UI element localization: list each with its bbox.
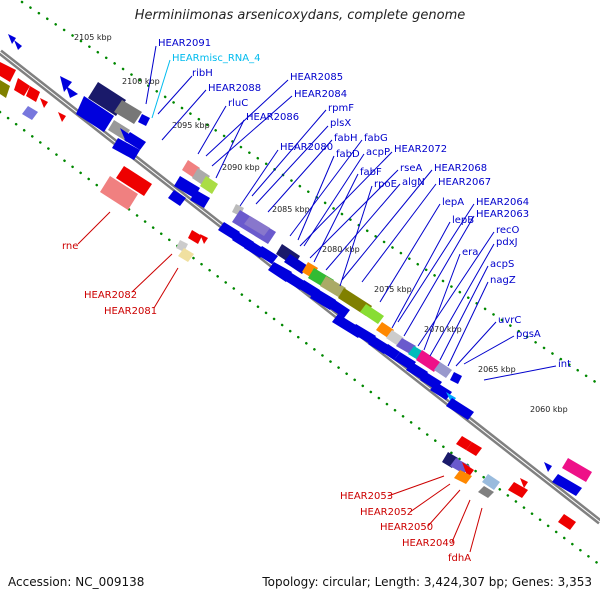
topology-text: Topology: circular; Length: 3,424,307 bp… [262,575,592,589]
gene-label: HEAR2049 [402,538,455,549]
gene-label: fabF [360,167,382,178]
gene-label: HEARmisc_RNA_4 [172,53,261,64]
gene-label: ribH [192,68,213,79]
upper-labels: HEAR2091 HEARmisc_RNA_4 ribH HEAR2088 rl… [158,38,571,370]
gene-label: lepB [452,215,474,226]
gene-label: HEAR2067 [438,177,491,188]
gene-label: lepA [442,197,464,208]
gene-label: nagZ [490,275,516,286]
lower-labels: rne HEAR2082 HEAR2081 HEAR2053 HEAR2052 … [62,241,471,564]
guide-dots [0,0,600,567]
gene-label: HEAR2088 [208,83,261,94]
kbp-tick: 2080 kbp [322,245,360,254]
gene-label: HEAR2085 [290,72,343,83]
gene-label: acpP [366,147,390,158]
kbp-ticks: 2105 kbp 2100 kbp 2095 kbp 2090 kbp 2085… [74,33,568,414]
gene-label: fdhA [448,553,471,564]
gene-label: HEAR2086 [246,112,299,123]
gene-label: fabH [334,133,358,144]
kbp-tick: 2075 kbp [374,285,412,294]
gene-label: HEAR2082 [84,290,137,301]
gene-features [0,34,592,530]
gene-label: acpS [490,259,514,270]
gene-label: HEAR2068 [434,163,487,174]
gene-label: HEAR2052 [360,507,413,518]
gene-label: era [462,247,478,258]
gene-label: HEAR2084 [294,89,347,100]
kbp-tick: 2060 kbp [530,405,568,414]
gene-label: HEAR2064 [476,197,529,208]
accession-text: Accession: NC_009138 [8,575,145,589]
gene-label: fabD [336,149,360,160]
kbp-tick: 2095 kbp [172,121,210,130]
gene-label: uvrC [498,315,521,326]
gene-label: rluC [228,98,248,109]
gene-label: rne [62,241,78,252]
kbp-tick: 2090 kbp [222,163,260,172]
gene-label: HEAR2053 [340,491,393,502]
gene-label: int [558,359,571,370]
gene-label: pgsA [516,329,541,340]
map-title: Herminiimonas arsenicoxydans, complete g… [134,8,466,23]
gene-label: HEAR2063 [476,209,529,220]
gene-label: pdxJ [496,237,518,248]
kbp-tick: 2085 kbp [272,205,310,214]
gene-label: rseA [400,163,422,174]
gene-label: HEAR2050 [380,522,433,533]
upper-leader-lines [145,45,557,381]
kbp-tick: 2070 kbp [424,325,462,334]
gene-label: HEAR2081 [104,306,157,317]
kbp-tick: 2100 kbp [122,77,160,86]
gene-label: rpmF [328,103,354,114]
gene-label: HEAR2072 [394,144,447,155]
gene-label: fabG [364,133,388,144]
gene-label: plsX [330,118,351,129]
gene-label: algN [402,177,425,188]
gene-label: HEAR2080 [280,142,333,153]
gene-label: recO [496,225,520,236]
lower-leader-lines [77,211,483,553]
gene-label: HEAR2091 [158,38,211,49]
kbp-tick: 2105 kbp [74,33,112,42]
kbp-tick: 2065 kbp [478,365,516,374]
gene-label: rpoE [374,179,397,190]
